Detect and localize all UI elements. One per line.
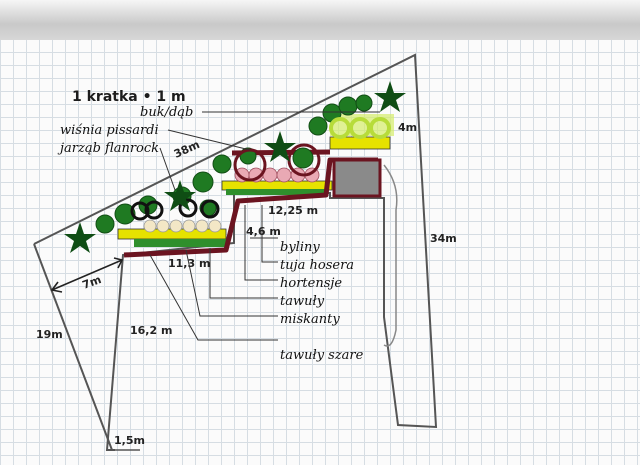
label-byliny: byliny <box>280 240 320 255</box>
dim-1-5m: 1,5m <box>114 434 145 447</box>
ring-shrub <box>178 198 198 218</box>
bed-middle-yellow <box>221 180 333 191</box>
tree <box>114 203 136 225</box>
side-path <box>383 164 398 347</box>
leader-tawuly <box>209 248 278 299</box>
label-hortensje: hortensje <box>280 276 342 291</box>
dim-11-3m: 11,3 m <box>168 257 210 270</box>
star-tree <box>164 180 196 211</box>
photo-top-edge <box>0 0 640 40</box>
star-tree <box>264 131 296 162</box>
dim-38m: 38m <box>172 138 202 161</box>
star-tree-group <box>64 81 406 253</box>
cream-shrub <box>182 219 196 233</box>
bed-middle-green <box>226 189 328 195</box>
ring-shrub-group <box>130 198 220 221</box>
cream-shrub <box>156 219 170 233</box>
ring-shrub <box>144 200 164 220</box>
cream-shrub <box>169 219 183 233</box>
dimension-arrows <box>50 257 124 293</box>
tree <box>212 154 232 174</box>
label-miskanty: miskanty <box>280 312 340 327</box>
leader-jarzab <box>159 147 176 191</box>
tree <box>308 116 328 136</box>
star-tree <box>64 222 96 253</box>
scale-note: 1 kratka • 1 m <box>72 89 186 105</box>
dim-16-2m: 16,2 m <box>130 324 172 337</box>
ring-shrub <box>130 201 150 221</box>
dim-12-25m: 12,25 m <box>268 204 318 217</box>
leader-hortensje <box>244 205 278 281</box>
hydrangea <box>276 167 292 183</box>
leader-wisnia <box>167 129 251 151</box>
tree <box>95 214 115 234</box>
ring-shrub <box>200 199 220 219</box>
tree <box>292 147 314 169</box>
tree <box>192 171 214 193</box>
leader-tuja <box>261 205 278 263</box>
leader-tawuly-szare <box>149 254 278 341</box>
dim-4m: 4m <box>398 121 417 134</box>
label-jarzab: jarząb flanrock <box>57 141 159 156</box>
lime-ring <box>369 117 391 139</box>
arrow-7m <box>51 259 123 291</box>
leader-lines <box>149 111 380 341</box>
dim-7m: 7m <box>81 273 103 292</box>
tree <box>355 94 373 112</box>
dim-4-6m: 4,6 m <box>246 225 281 238</box>
leader-miskanty <box>185 249 278 317</box>
label-buk-dab: buk/dąb <box>140 105 193 120</box>
plot-outline <box>33 53 438 451</box>
label-wisnia: wiśnia pissardi <box>60 123 159 138</box>
cream-shrub-group <box>143 219 222 233</box>
cream-shrub <box>195 219 209 233</box>
label-tawuly-szare: tawuły szare <box>280 348 364 363</box>
lime-ring-group <box>329 117 391 139</box>
arrow-7m-head-a <box>50 281 63 293</box>
cream-shrub <box>208 219 222 233</box>
dim-19m: 19m <box>36 328 63 341</box>
cream-shrub <box>143 219 157 233</box>
arrow-7m-head-b <box>113 257 124 269</box>
dim-34m: 34m <box>430 232 457 245</box>
label-tuja: tuja hosera <box>280 258 354 273</box>
bed-left-green <box>134 239 226 247</box>
label-tawuly: tawuły <box>280 294 325 309</box>
grey-shed <box>332 158 382 198</box>
star-tree <box>374 81 406 112</box>
plot-left-edge <box>33 243 113 451</box>
